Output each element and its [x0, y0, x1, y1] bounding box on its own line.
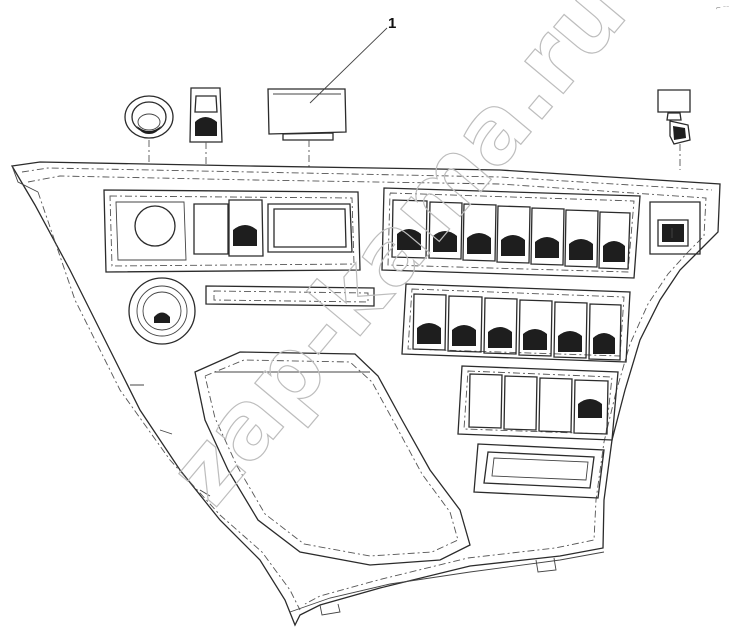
dashboard-panel	[10, 161, 721, 627]
middle-right-switch-row	[401, 283, 631, 363]
panel-small-switch	[649, 201, 701, 255]
rocker-switch-part	[189, 87, 223, 165]
panel-slot	[205, 285, 375, 307]
panel-tray	[473, 443, 605, 499]
panel-knob	[128, 277, 196, 345]
callout-1: 1	[309, 15, 396, 104]
watermark-text: zap-kama.ru	[149, 0, 647, 524]
lower-right-switch-row	[457, 365, 619, 441]
small-switch-part	[657, 89, 691, 170]
callout-label-1: 1	[388, 15, 396, 32]
round-knob-part	[124, 95, 174, 165]
display-module-part	[267, 88, 347, 168]
corner-mark: ⌐ ⁻⁻	[716, 5, 729, 12]
gear-lever-opening	[194, 351, 471, 566]
left-switch-bank	[103, 189, 361, 273]
upper-right-switch-row	[381, 187, 641, 279]
